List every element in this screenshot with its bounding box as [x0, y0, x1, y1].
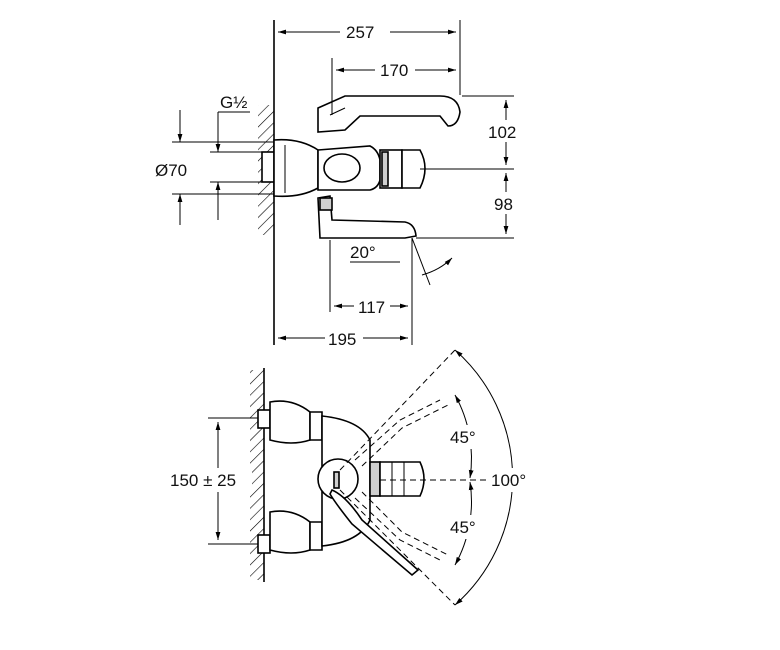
diameter-label: Ø70: [155, 161, 187, 180]
dim-117: 117: [358, 298, 385, 317]
upper-valve: [269, 400, 311, 444]
upper-swing-label: 45°: [450, 428, 476, 447]
side-view: 20° 257 170 102 98 G½ Ø70: [155, 20, 524, 350]
dim-98: 98: [494, 195, 513, 214]
thread-label: G½: [220, 93, 247, 112]
lever-ghost-upper: [354, 399, 441, 461]
lower-connector: [257, 534, 271, 554]
dim-170: 170: [380, 61, 408, 80]
cartridge-ring: [381, 151, 389, 187]
thermostat-knob-front: [379, 461, 425, 497]
total-swing-label: 100°: [491, 471, 526, 490]
cartridge-front: [369, 461, 381, 497]
lever-handle: [317, 95, 461, 133]
thermostat-knob: [401, 149, 426, 189]
spout: [317, 195, 417, 239]
lever-mark: [333, 471, 340, 489]
dim-195: 195: [328, 330, 356, 349]
lower-valve: [269, 510, 311, 554]
spout-angle-label: 20°: [350, 243, 376, 262]
lever-ghost-lower: [354, 497, 441, 561]
lever-front: [329, 488, 420, 577]
lower-swing-label: 45°: [450, 518, 476, 537]
spout-block: [319, 197, 333, 211]
mixer-cap: [323, 153, 361, 183]
upper-connector: [257, 409, 271, 429]
center-distance-label: 150 ± 25: [170, 471, 236, 490]
front-view: 45° 45° 100° 150 ± 25: [168, 349, 540, 606]
dim-102: 102: [488, 123, 516, 142]
dim-257: 257: [346, 23, 374, 42]
valve-body: [273, 138, 319, 198]
thread-connector: [261, 151, 275, 183]
